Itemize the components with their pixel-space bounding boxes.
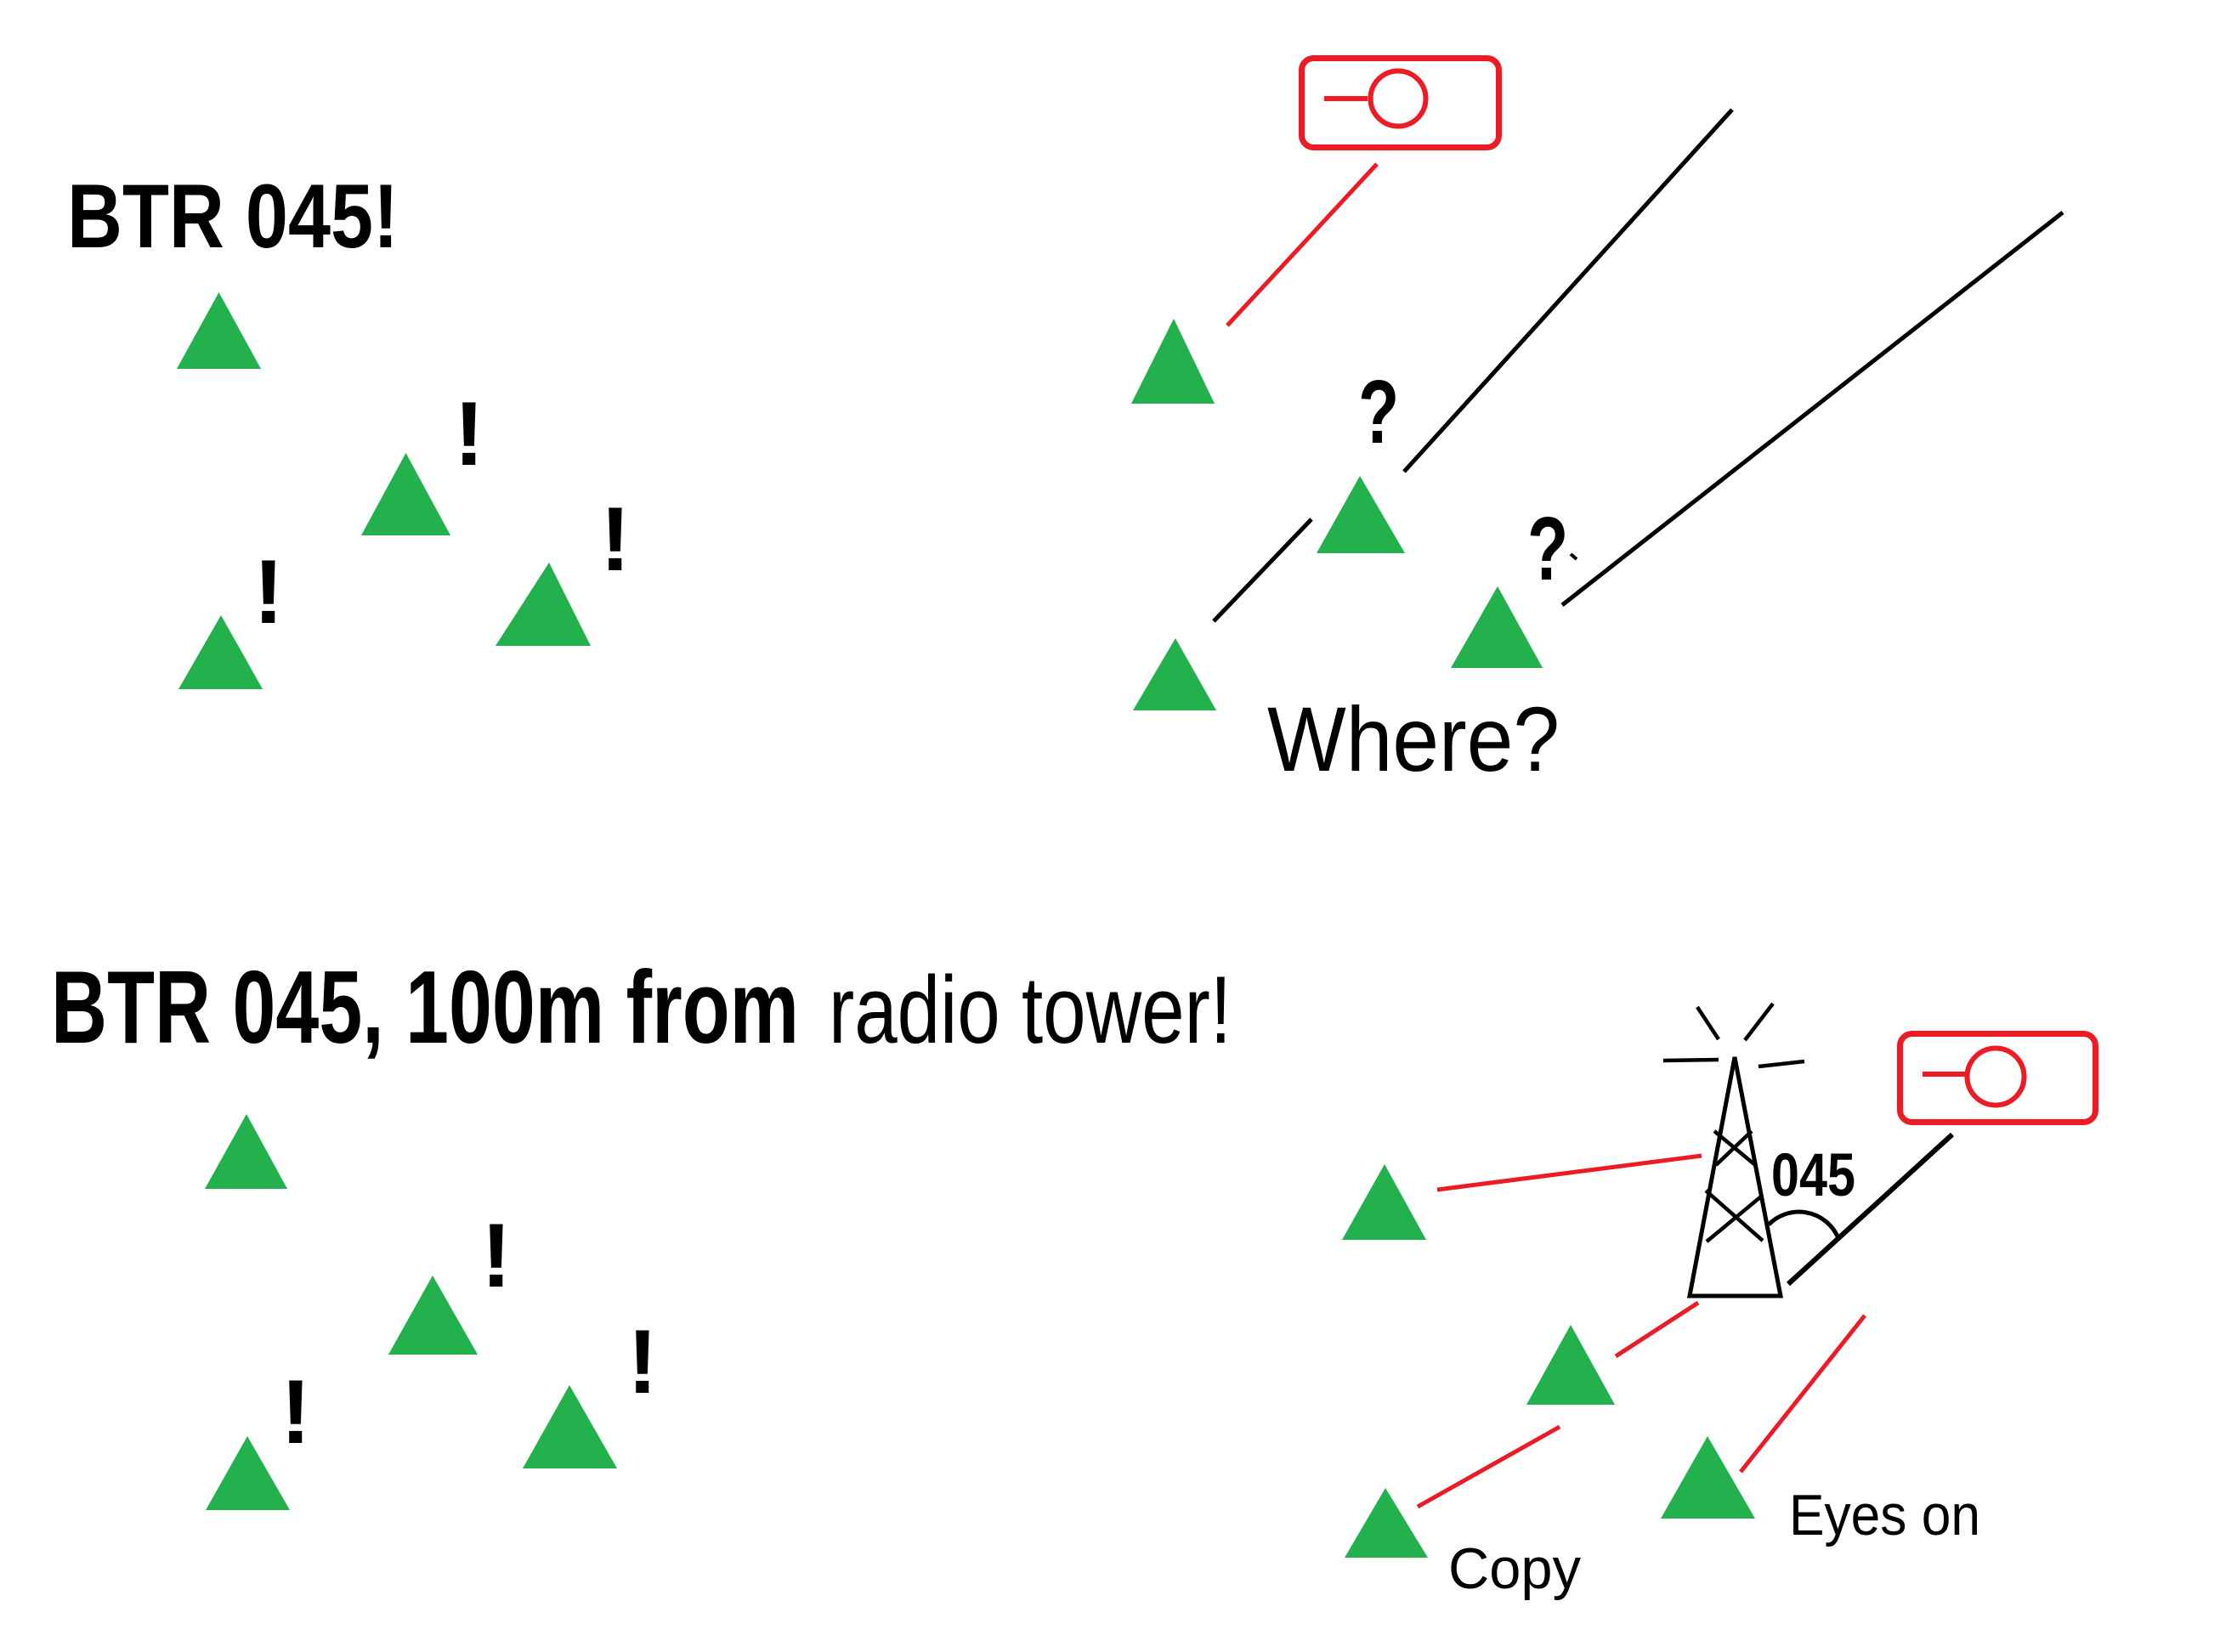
svg-text:!: ! xyxy=(481,1204,512,1306)
svg-text:Eyes on: Eyes on xyxy=(1789,1483,1980,1547)
svg-text:radio tower!: radio tower! xyxy=(829,957,1232,1063)
svg-text:BTR 045!: BTR 045! xyxy=(67,165,399,267)
svg-text:Copy: Copy xyxy=(1448,1536,1581,1601)
svg-text:Where?: Where? xyxy=(1267,687,1560,790)
svg-text:?: ? xyxy=(1527,498,1568,599)
svg-text:!: ! xyxy=(627,1310,658,1412)
svg-text:!: ! xyxy=(253,540,284,642)
svg-text:!: ! xyxy=(454,382,484,484)
svg-text:!: ! xyxy=(600,488,631,590)
svg-text:BTR 045, 100m from: BTR 045, 100m from xyxy=(51,949,799,1065)
svg-text:045: 045 xyxy=(1771,1142,1855,1209)
svg-text:!: ! xyxy=(280,1361,311,1462)
svg-text:?: ? xyxy=(1358,361,1399,462)
